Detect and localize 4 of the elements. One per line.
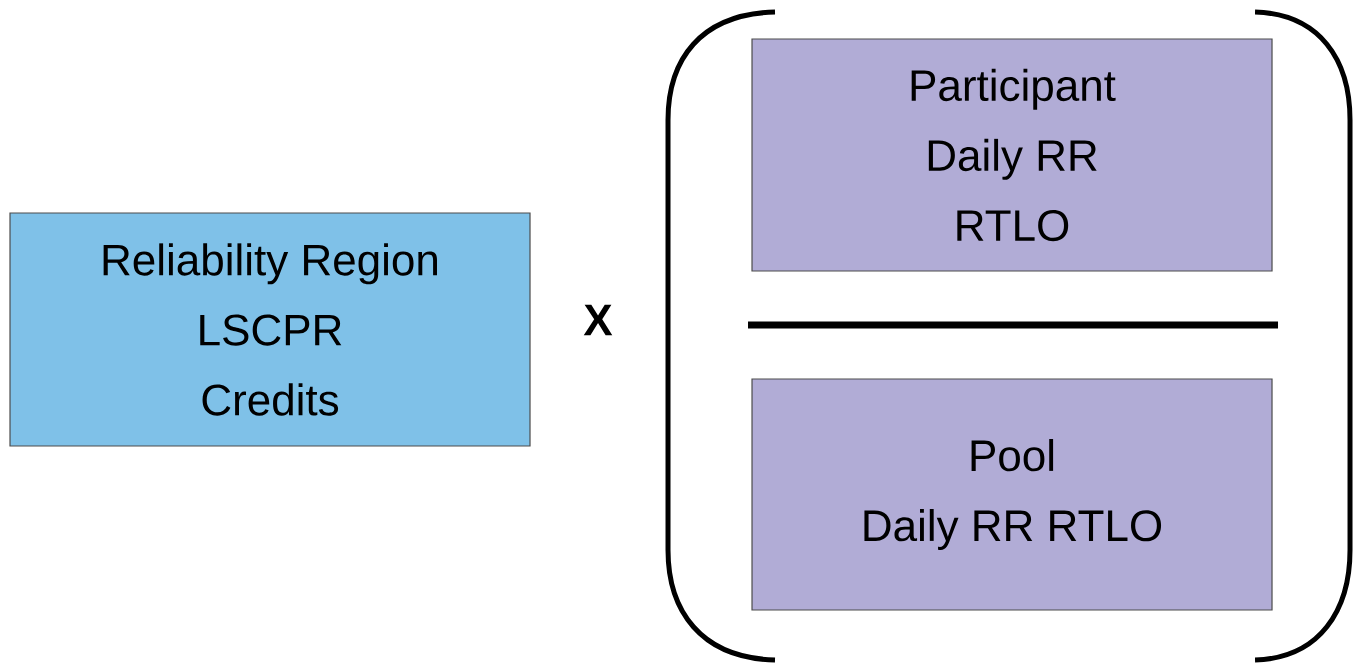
multiply-sign: X [583,304,613,336]
text-box: Participant Daily RR RTLO [751,38,1273,272]
text-box: Pool Daily RR RTLO [751,378,1273,611]
text-box: Reliability Region LSCPR Credits [9,212,531,447]
